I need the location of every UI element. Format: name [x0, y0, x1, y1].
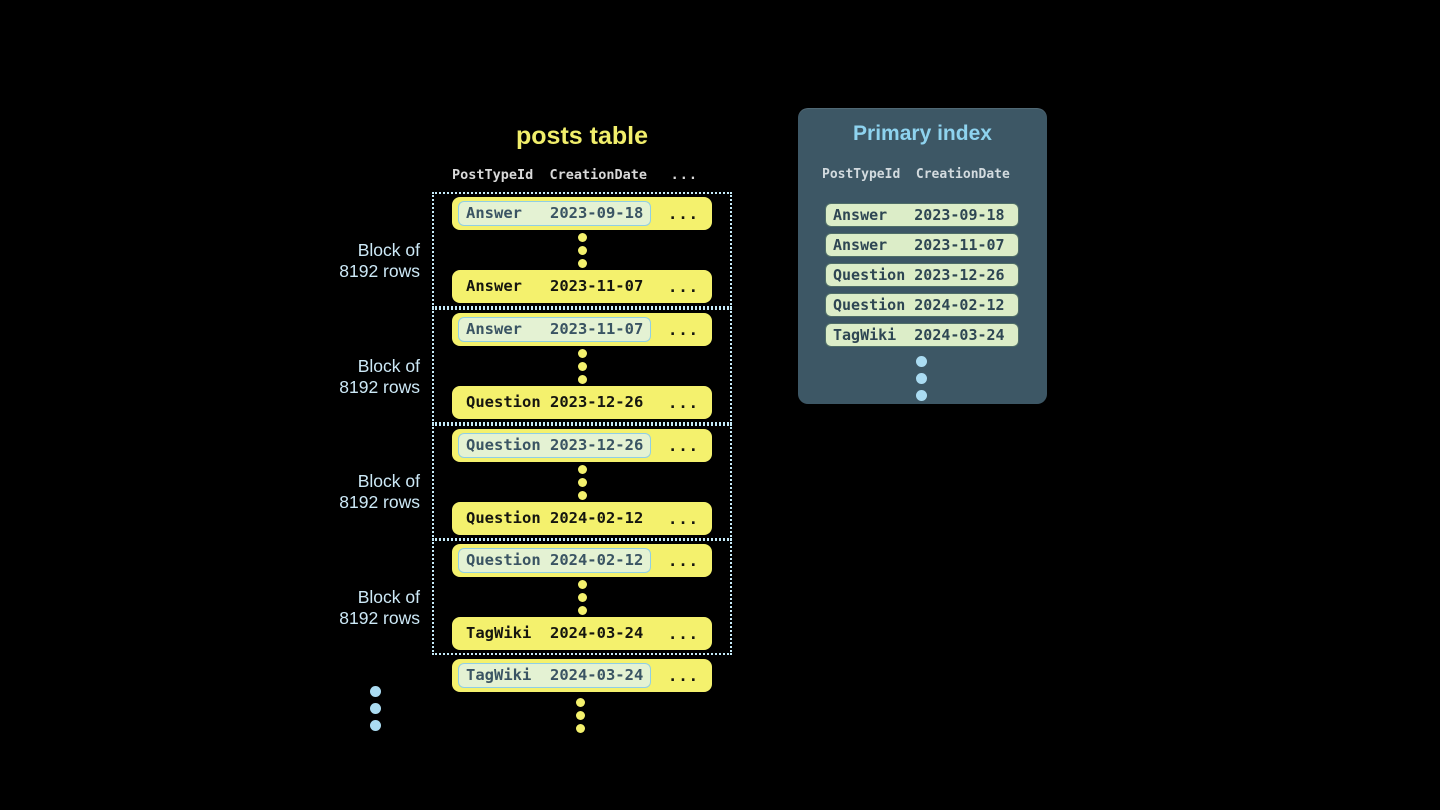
- row-ellipsis: ...: [668, 624, 699, 643]
- row-ellipsis: ...: [668, 509, 699, 528]
- post-type-cell: TagWiki: [466, 624, 532, 642]
- row-block-1: Answer 2023-09-18 ... Answer 2023-11-07 …: [432, 192, 732, 308]
- row-ellipsis: ...: [668, 320, 699, 339]
- vertical-ellipsis-dots-icon: [577, 232, 587, 268]
- creation-date-cell: 2024-03-24: [549, 666, 644, 684]
- creation-date-cell: 2024-03-24: [914, 326, 1005, 344]
- table-row: Question 2023-12-26 ...: [452, 429, 712, 462]
- index-entry: Question 2023-12-26: [825, 263, 1019, 287]
- creation-date-cell: 2024-03-24: [549, 624, 644, 642]
- creation-date-cell: 2023-11-07: [914, 236, 1005, 254]
- post-type-cell: Answer: [466, 320, 522, 338]
- vertical-ellipsis-dots-icon: [577, 579, 587, 615]
- creation-date-cell: 2023-11-07: [549, 277, 644, 295]
- block-size-label: Block of 8192 rows: [339, 587, 420, 628]
- creation-date-cell: 2023-12-26: [549, 393, 644, 411]
- block-size-label: Block of 8192 rows: [339, 356, 420, 397]
- posts-table-title: posts table: [516, 122, 648, 150]
- more-entries-ellipsis-icon: [916, 356, 927, 401]
- row-ellipsis: ...: [668, 393, 699, 412]
- row-block-4: Question 2024-02-12 ... TagWiki 2024-03-…: [432, 539, 732, 655]
- primary-index-title: Primary index: [853, 122, 992, 145]
- column-ellipsis: ...: [670, 167, 698, 183]
- block-size-label: Block of 8192 rows: [339, 240, 420, 281]
- primary-index-column-header: PostTypeId CreationDate: [822, 167, 1023, 182]
- row-block-2: Answer 2023-11-07 ... Question 2023-12-2…: [432, 308, 732, 424]
- creation-date-cell: 2023-09-18: [914, 206, 1005, 224]
- post-type-cell: Question: [833, 266, 906, 284]
- post-type-cell: Question: [466, 436, 541, 454]
- table-row: Question 2024-02-12 ...: [452, 502, 712, 535]
- min-value-highlight: Answer 2023-11-07: [458, 317, 652, 342]
- creation-date-cell: 2023-12-26: [549, 436, 644, 454]
- table-row: Answer 2023-11-07 ...: [452, 270, 712, 303]
- post-type-cell: Question: [833, 296, 906, 314]
- table-row: Answer 2023-11-07 ...: [452, 313, 712, 346]
- vertical-ellipsis-dots-icon: [576, 698, 585, 733]
- column-creationdate: CreationDate: [549, 167, 648, 183]
- table-row: Question 2024-02-12 ...: [452, 544, 712, 577]
- row-ellipsis: ...: [668, 204, 699, 223]
- index-entry: Answer 2023-09-18: [825, 203, 1019, 227]
- index-entry: Answer 2023-11-07: [825, 233, 1019, 257]
- post-type-cell: Answer: [466, 277, 522, 295]
- column-posttypeid: PostTypeId: [452, 167, 534, 183]
- table-row: TagWiki 2024-03-24 ...: [452, 617, 712, 650]
- min-value-highlight: Answer 2023-09-18: [458, 201, 652, 226]
- vertical-ellipsis-dots-icon: [577, 464, 587, 500]
- table-row: TagWiki 2024-03-24 ...: [452, 659, 712, 692]
- creation-date-cell: 2023-11-07: [549, 320, 644, 338]
- block-size-label: Block of 8192 rows: [339, 471, 420, 512]
- table-row: Question 2023-12-26 ...: [452, 386, 712, 419]
- creation-date-cell: 2024-02-12: [549, 509, 644, 527]
- column-posttypeid: PostTypeId: [822, 167, 901, 182]
- creation-date-cell: 2024-02-12: [549, 551, 644, 569]
- primary-index-panel: Primary index PostTypeId CreationDate An…: [798, 108, 1047, 404]
- row-ellipsis: ...: [668, 666, 699, 685]
- row-ellipsis: ...: [668, 277, 699, 296]
- post-type-cell: TagWiki: [466, 666, 532, 684]
- more-blocks-ellipsis-icon: [370, 686, 381, 731]
- creation-date-cell: 2023-12-26: [914, 266, 1005, 284]
- min-value-highlight: TagWiki 2024-03-24: [458, 663, 652, 688]
- post-type-cell: Answer: [833, 236, 888, 254]
- min-value-highlight: Question 2024-02-12: [458, 548, 652, 573]
- post-type-cell: TagWiki: [833, 326, 897, 344]
- post-type-cell: Question: [466, 393, 541, 411]
- row-block-3: Question 2023-12-26 ... Question 2024-02…: [432, 424, 732, 540]
- row-ellipsis: ...: [668, 436, 699, 455]
- row-ellipsis: ...: [668, 551, 699, 570]
- post-type-cell: Answer: [466, 204, 522, 222]
- posts-table-column-header: PostTypeId CreationDate ...: [452, 166, 712, 184]
- table-row: Answer 2023-09-18 ...: [452, 197, 712, 230]
- vertical-ellipsis-dots-icon: [577, 348, 587, 384]
- column-creationdate: CreationDate: [915, 167, 1010, 182]
- index-entry: TagWiki 2024-03-24: [825, 323, 1019, 347]
- creation-date-cell: 2023-09-18: [549, 204, 644, 222]
- post-type-cell: Answer: [833, 206, 888, 224]
- index-entry: Question 2024-02-12: [825, 293, 1019, 317]
- post-type-cell: Question: [466, 509, 541, 527]
- post-type-cell: Question: [466, 551, 541, 569]
- min-value-highlight: Question 2023-12-26: [458, 433, 652, 458]
- creation-date-cell: 2024-02-12: [914, 296, 1005, 314]
